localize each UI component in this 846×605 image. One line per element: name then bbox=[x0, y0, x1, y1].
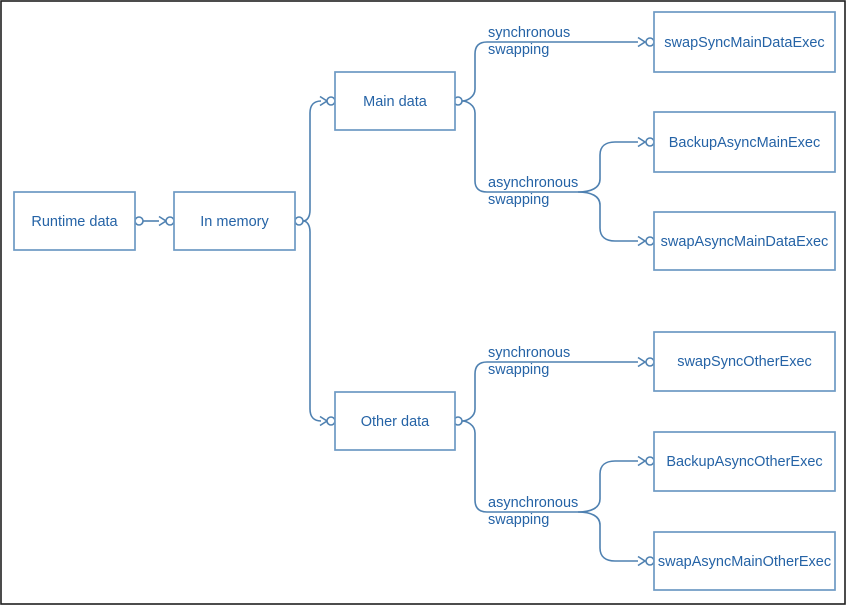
node-runtime-data: Runtime data bbox=[13, 191, 136, 251]
edge-label-sync-other-line2: swapping bbox=[488, 362, 549, 378]
runtime-data-box bbox=[13, 191, 136, 251]
connector-maindata-async-trunk bbox=[461, 100, 578, 193]
connection-dot bbox=[645, 236, 655, 246]
swap-sync-main-box bbox=[653, 11, 836, 73]
connection-dot bbox=[326, 96, 336, 106]
connection-dot bbox=[645, 137, 655, 147]
connector-otherdata-async-trunk bbox=[461, 420, 578, 513]
connector-otherdata-sync bbox=[461, 361, 638, 422]
arrowhead-icon bbox=[637, 356, 647, 368]
node-swap-sync-main: swapSyncMainDataExec bbox=[653, 11, 836, 73]
connector-async-other-to-swap bbox=[577, 511, 638, 562]
connection-dot bbox=[326, 416, 336, 426]
swap-async-main-box bbox=[653, 211, 836, 271]
in-memory-box bbox=[173, 191, 296, 251]
edge-label-sync-main-line1: synchronous bbox=[488, 25, 570, 41]
node-backup-async-main: BackupAsyncMainExec bbox=[653, 111, 836, 173]
edge-label-sync-main-line2: swapping bbox=[488, 42, 549, 58]
arrowhead-icon bbox=[637, 36, 647, 48]
swap-sync-other-label: swapSyncOtherExec bbox=[677, 354, 812, 370]
connection-dot bbox=[645, 556, 655, 566]
swap-async-other-box bbox=[653, 531, 836, 591]
swap-async-other-label: swapAsyncMainOtherExec bbox=[658, 554, 831, 570]
connection-dot bbox=[294, 216, 304, 226]
runtime-data-label: Runtime data bbox=[31, 214, 118, 230]
backup-async-other-label: BackupAsyncOtherExec bbox=[666, 454, 822, 470]
connection-dot bbox=[645, 456, 655, 466]
arrowhead-icon bbox=[637, 555, 647, 567]
backup-async-main-box bbox=[653, 111, 836, 173]
arrowhead-icon bbox=[637, 136, 647, 148]
edge-label-sync-other-line1: synchronous bbox=[488, 345, 570, 361]
connector-inmemory-to-otherdata bbox=[302, 220, 322, 422]
connector-inmemory-to-maindata bbox=[302, 100, 322, 222]
swap-sync-main-label: swapSyncMainDataExec bbox=[664, 35, 824, 51]
node-backup-async-other: BackupAsyncOtherExec bbox=[653, 431, 836, 492]
edge-label-async-other-line1: asynchronous bbox=[488, 495, 578, 511]
node-other-data: Other data bbox=[334, 391, 456, 451]
connector-async-other-to-backup bbox=[577, 460, 638, 513]
node-in-memory: In memory bbox=[173, 191, 296, 251]
node-main-data: Main data bbox=[334, 71, 456, 131]
other-data-label: Other data bbox=[361, 414, 430, 430]
connection-dot bbox=[645, 37, 655, 47]
node-swap-async-other: swapAsyncMainOtherExec bbox=[653, 531, 836, 591]
in-memory-label: In memory bbox=[200, 214, 269, 230]
connector-async-main-to-backup bbox=[577, 141, 638, 193]
connector-async-main-to-swap bbox=[577, 191, 638, 242]
connection-dot bbox=[165, 216, 175, 226]
swap-sync-other-box bbox=[653, 331, 836, 392]
connection-dot bbox=[645, 357, 655, 367]
connection-dot bbox=[134, 216, 144, 226]
arrowhead-icon bbox=[637, 455, 647, 467]
connector-maindata-sync bbox=[461, 41, 638, 102]
main-data-label: Main data bbox=[363, 94, 428, 110]
arrowhead-icon bbox=[637, 235, 647, 247]
main-data-box bbox=[334, 71, 456, 131]
connector-lines bbox=[143, 41, 638, 562]
edge-label-async-main-line1: asynchronous bbox=[488, 175, 578, 191]
node-swap-async-main: swapAsyncMainDataExec bbox=[653, 211, 836, 271]
edge-label-async-main-line2: swapping bbox=[488, 192, 549, 208]
node-swap-sync-other: swapSyncOtherExec bbox=[653, 331, 836, 392]
edge-label-async-other-line2: swapping bbox=[488, 512, 549, 528]
backup-async-main-label: BackupAsyncMainExec bbox=[669, 135, 821, 151]
swap-async-main-label: swapAsyncMainDataExec bbox=[661, 234, 829, 250]
backup-async-other-box bbox=[653, 431, 836, 492]
edge-labels: synchronous swapping asynchronous swappi… bbox=[488, 25, 578, 528]
other-data-box bbox=[334, 391, 456, 451]
arrowheads bbox=[158, 36, 647, 567]
